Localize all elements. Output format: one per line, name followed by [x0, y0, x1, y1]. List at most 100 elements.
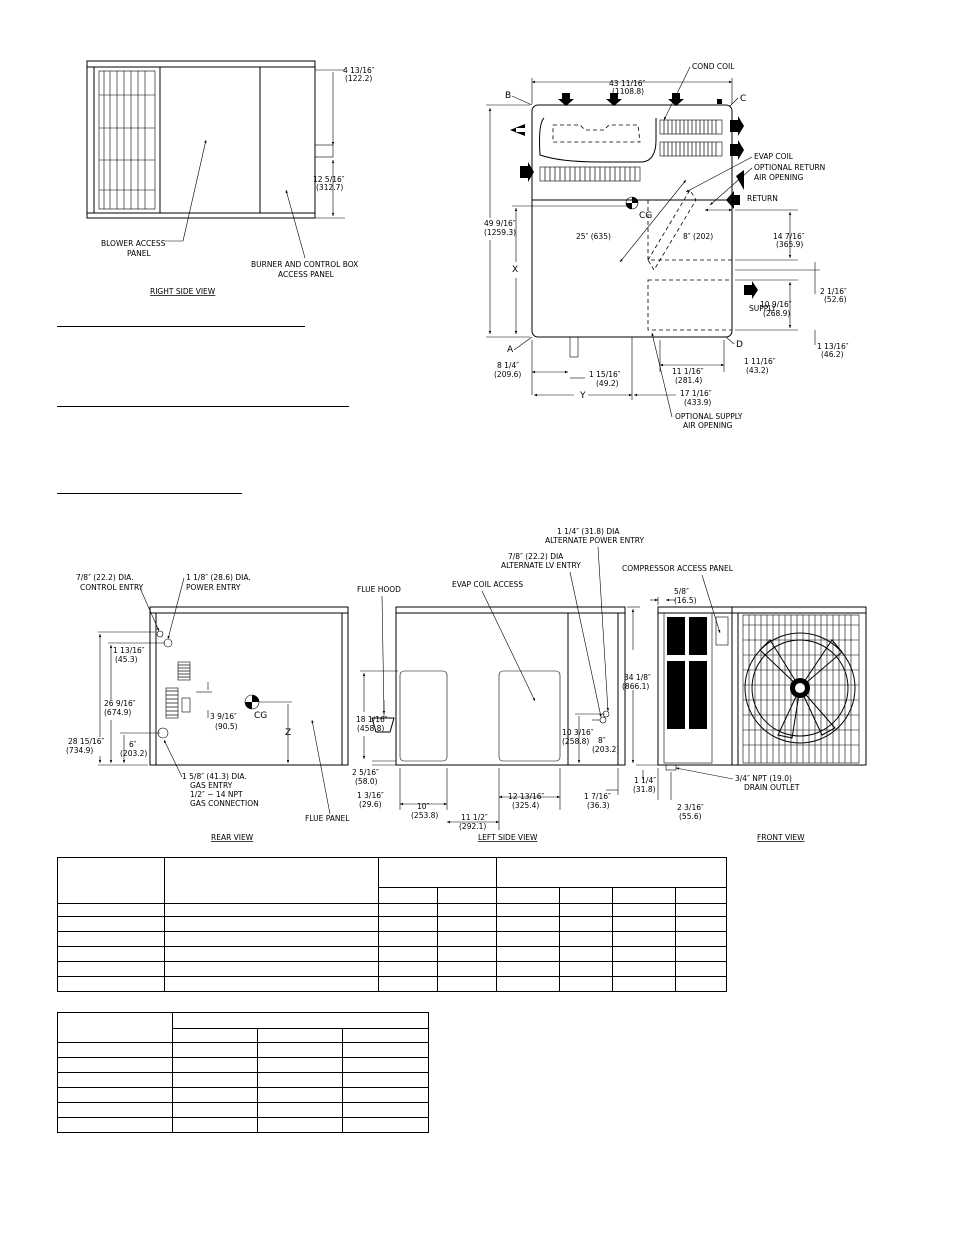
- left-dim-10-3-16-mm: (258.8): [562, 737, 589, 746]
- left-dim-1-7-16-mm: (36.3): [587, 801, 610, 810]
- front-dim-1-1-4: 1 1/4″: [634, 776, 656, 785]
- corner-b: B: [505, 91, 511, 101]
- table-row: [57, 1057, 429, 1073]
- table-row: [57, 931, 727, 947]
- dim-1-15-16-mm: (49.2): [596, 379, 619, 388]
- supply-dim: 10 9/16″: [760, 300, 792, 309]
- left-dim-34-mm: (866.1): [622, 682, 649, 691]
- rear-dim-26: 26 9/16″: [104, 699, 136, 708]
- dim-1-11-16: 1 11/16″: [744, 357, 776, 366]
- blower-label-2: PANEL: [127, 249, 152, 258]
- alt-lv-1: 7/8″ (22.2) DIA: [508, 552, 564, 561]
- supply-label: SUPPLY: [749, 304, 776, 313]
- rear-dim-3-9-16-mm: (90.5): [215, 722, 238, 731]
- rear-view: Z CG 3 9/16″ (90.5) 7/8″ (22.2) DIA. CON…: [66, 573, 350, 842]
- rear-dim-1-13-16-mm: (45.3): [115, 655, 138, 664]
- coil-hatching: [544, 120, 717, 181]
- section-rule-1: [57, 326, 305, 327]
- dim-top-mm: (122.2): [345, 74, 372, 83]
- table1-subheader-cell: [612, 887, 676, 904]
- table1-subheader-cell: [378, 887, 438, 904]
- burner-label-2: ACCESS PANEL: [278, 270, 335, 279]
- evap-coil-label: EVAP COIL: [754, 152, 794, 161]
- compressor-label: COMPRESSOR ACCESS PANEL: [622, 564, 734, 573]
- left-side-view-title: LEFT SIDE VIEW: [478, 833, 538, 842]
- rear-z-label: Z: [285, 728, 291, 738]
- rear-cg: CG: [254, 711, 267, 721]
- rear-dim-6-mm: (203.2): [120, 749, 147, 758]
- table1-subheader-cell: [675, 887, 727, 904]
- corner-d: D: [736, 340, 743, 350]
- depth-dim: 49 9/16″: [484, 219, 516, 228]
- drain-2: DRAIN OUTLET: [744, 783, 800, 792]
- cg-label: CG: [639, 211, 652, 221]
- rear-dim-3-9-16: 3 9/16″: [210, 712, 237, 721]
- width-dim: 43 11/16″: [609, 79, 646, 88]
- power-entry-1: 1 1/8″ (28.6) DIA.: [186, 573, 251, 582]
- dim-1-13-16: 1 13/16″: [817, 342, 849, 351]
- left-dim-18-mm: (458.8): [357, 724, 384, 733]
- dim-1-13-16-mm: (46.2): [821, 350, 844, 359]
- alt-power-2: ALTERNATE POWER ENTRY: [545, 536, 645, 545]
- dim-top: 4 13/16″: [343, 66, 375, 75]
- table-row: [57, 1042, 429, 1058]
- gas-entry-4: GAS CONNECTION: [190, 799, 259, 808]
- table-row: [57, 1102, 429, 1118]
- corner-a: A: [507, 345, 514, 355]
- table-row: [57, 1117, 429, 1133]
- supply-dim-mm: (268.9): [763, 309, 790, 318]
- louvers: [166, 664, 190, 716]
- depth-dim-mm: (1259.3): [484, 228, 516, 237]
- opt-supply-2: AIR OPENING: [683, 421, 733, 430]
- width-dim-mm: (1108.8): [612, 87, 644, 96]
- left-side-view: FLUE HOOD EVAP COIL ACCESS 1 1/4″ (31.8)…: [352, 527, 651, 842]
- coil-grille: [99, 71, 155, 209]
- front-dim-2-3-16-mm: (55.6): [679, 812, 702, 821]
- left-dim-1-7-16: 1 7/16″: [584, 792, 611, 801]
- table2-header-cell: [57, 1012, 173, 1043]
- dim-1-15-16: 1 15/16″: [589, 370, 621, 379]
- dim-8-1-4: 8 1/4″: [497, 361, 519, 370]
- left-dim-10: 10″: [417, 802, 430, 811]
- opt-return-1: OPTIONAL RETURN: [754, 163, 825, 172]
- front-view: COMPRESSOR ACCESS PANEL 5/8″ (16.5) 1 1/…: [622, 564, 867, 842]
- rear-dim-28-mm: (734.9): [66, 746, 93, 755]
- airflow-arrows: [510, 93, 758, 299]
- left-dim-11-1-2: 11 1/2″: [461, 813, 488, 822]
- x-label: X: [512, 265, 518, 275]
- flue-hood-label: FLUE HOOD: [357, 585, 401, 594]
- flue-panel-label: FLUE PANEL: [305, 814, 350, 823]
- left-dim-1-3-16-mm: (29.6): [359, 800, 382, 809]
- table1-subheader-cell: [559, 887, 613, 904]
- table-row: [57, 916, 727, 932]
- table-row: [57, 946, 727, 962]
- control-entry-1: 7/8″ (22.2) DIA.: [76, 573, 134, 582]
- left-dim-10-3-16: 10 3/16″: [562, 728, 594, 737]
- alt-power-1: 1 1/4″ (31.8) DIA: [557, 527, 620, 536]
- left-dim-18: 18 1/16″: [356, 715, 388, 724]
- return-label: RETURN: [747, 194, 778, 203]
- dimension-table-1: [57, 857, 727, 992]
- evap-coil-access-label: EVAP COIL ACCESS: [452, 580, 523, 589]
- left-dim-12-13-16: 12 13/16″: [508, 792, 545, 801]
- opt-return-2: AIR OPENING: [754, 173, 804, 182]
- section-rule-2: [57, 406, 349, 407]
- rear-dim-28: 28 15/16″: [68, 737, 105, 746]
- blower-label-1: BLOWER ACCESS: [101, 239, 166, 248]
- dim-17-1-16: 17 1/16″: [680, 389, 712, 398]
- dim-11-1-16-mm: (281.4): [675, 376, 702, 385]
- section-rule-3: [57, 493, 242, 494]
- gas-entry-2: GAS ENTRY: [190, 781, 233, 790]
- table2-subheader-cell: [342, 1028, 429, 1043]
- corner-c: C: [740, 94, 746, 104]
- table1-header-cell: [496, 857, 727, 888]
- dim-1-11-16-mm: (43.2): [746, 366, 769, 375]
- alt-lv-2: ALTERNATE LV ENTRY: [501, 561, 581, 570]
- table1-subheader-cell: [496, 887, 560, 904]
- left-dim-12-13-16-mm: (325.4): [512, 801, 539, 810]
- rear-dim-1-13-16: 1 13/16″: [113, 646, 145, 655]
- table1-header-cell: [378, 857, 497, 888]
- right-side-view-title: RIGHT SIDE VIEW: [150, 287, 216, 296]
- return-dim-mm: (365.9): [776, 240, 803, 249]
